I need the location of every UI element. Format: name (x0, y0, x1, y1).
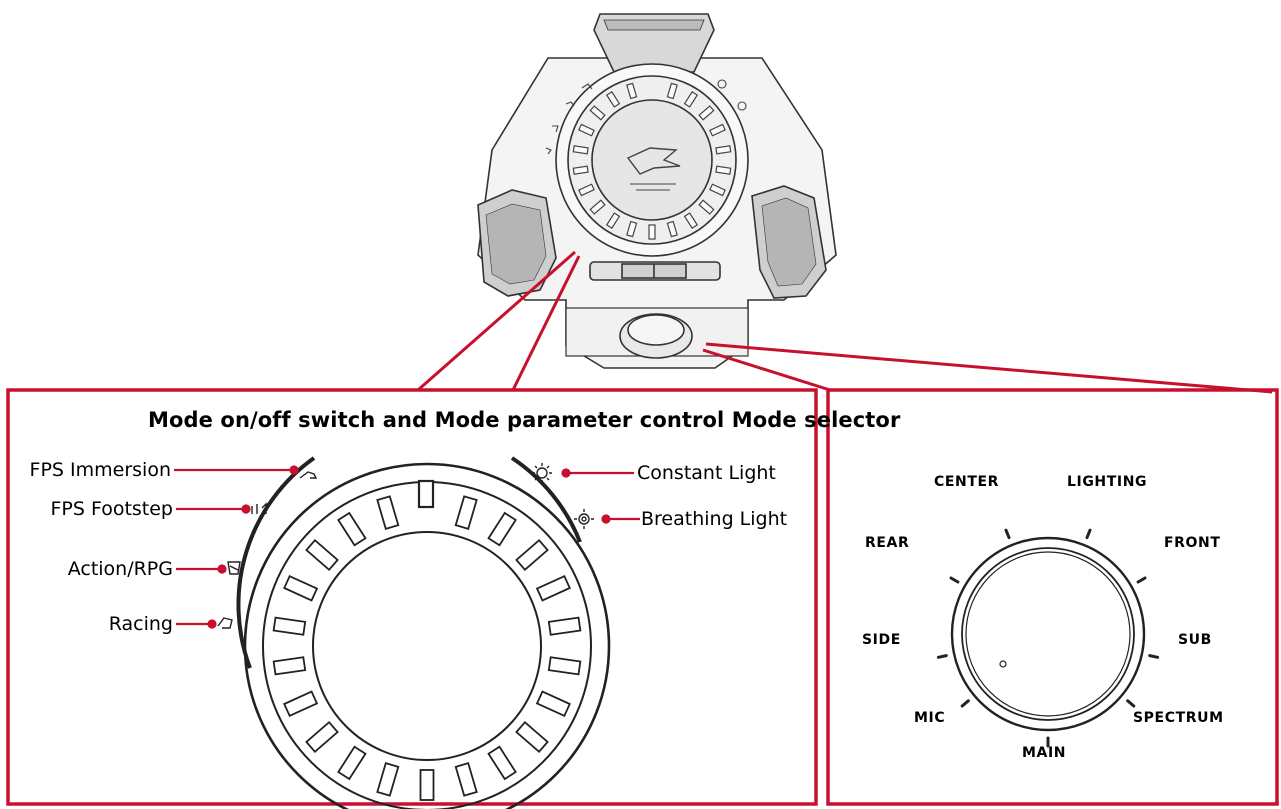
device-dial-segment (709, 123, 726, 137)
dial-segment (283, 690, 319, 718)
dial-segment (376, 495, 400, 530)
device-dial-segment (715, 165, 732, 175)
selector-label-lighting: LIGHTING (1067, 474, 1148, 490)
racing-icon (217, 617, 233, 629)
device-dial-segment (578, 183, 595, 197)
mode-label-leaders (174, 465, 640, 629)
selector-label-spectrum: SPECTRUM (1133, 710, 1224, 726)
dial-segment (454, 495, 478, 530)
rog-logo-icon (626, 147, 681, 191)
action-rpg-icon (227, 561, 241, 575)
dial-segment (454, 762, 478, 797)
device-dial-segment (578, 123, 595, 137)
device-dial-segment (626, 220, 638, 238)
dial-segment (535, 574, 571, 602)
selector-ticks (936, 528, 1160, 748)
device-dial-segment (589, 105, 606, 121)
mode-arc-right (510, 456, 582, 543)
dial-segment (515, 538, 549, 572)
device-dial-segment (572, 145, 589, 155)
mode-switch-panel (6, 388, 818, 806)
dial-segment (337, 745, 367, 781)
label-constant-light: Constant Light (637, 462, 776, 484)
callout-right-a (705, 342, 1273, 394)
device-dial-segment (605, 91, 621, 108)
selector-tick (1004, 528, 1011, 540)
device-dial-segment (715, 145, 732, 155)
selector-knob (950, 536, 1146, 732)
dial-segment (535, 690, 571, 718)
panel-heading: Mode on/off switch and Mode parameter co… (148, 408, 901, 432)
dial-segment (305, 538, 339, 572)
dial-segment (515, 720, 549, 754)
label-fps-footstep: FPS Footstep (50, 498, 173, 520)
selector-label-main: MAIN (1022, 745, 1067, 761)
callout-right-b (702, 348, 831, 392)
selector-label-rear: REAR (865, 535, 910, 551)
device-dial-segment (683, 212, 699, 229)
mode-selector-panel (826, 388, 1279, 806)
breathing-light-icon (574, 509, 594, 529)
dial-segment (337, 511, 367, 547)
device-mode-icons (545, 79, 747, 155)
constant-light-icon (532, 463, 552, 483)
callout-left-a (417, 250, 576, 392)
device-dial-segment (709, 183, 726, 197)
label-action-rpg: Action/RPG (67, 558, 173, 580)
selector-label-sub: SUB (1178, 632, 1212, 648)
device-dial-segment (626, 82, 638, 100)
selector-tick (1126, 699, 1136, 708)
dial-segment (376, 762, 400, 797)
selector-knob-dot (999, 660, 1007, 668)
mode-indicator (417, 479, 435, 509)
selector-label-center: CENTER (934, 474, 1000, 490)
selector-label-mic: MIC (914, 710, 946, 726)
device-dial-segment (605, 212, 621, 229)
dial-segment (487, 745, 517, 781)
selector-tick (936, 654, 948, 659)
label-fps-immersion: FPS Immersion (29, 459, 171, 481)
dial-segment (305, 720, 339, 754)
selector-tick (1136, 576, 1147, 584)
mode-dial-segments (272, 495, 582, 801)
dial-segment (419, 769, 435, 801)
label-racing: Racing (108, 613, 173, 635)
device-dial-segment (648, 224, 656, 240)
device-illustration (477, 13, 837, 369)
selector-tick (949, 576, 960, 584)
fps-immersion-icon (299, 471, 318, 479)
dial-segment (487, 511, 517, 547)
dial-segment (547, 616, 582, 636)
device-dial-segment (589, 199, 606, 215)
mode-arc-left (236, 456, 316, 669)
selector-label-front: FRONT (1164, 535, 1221, 551)
selector-tick (960, 699, 970, 708)
selector-label-side: SIDE (862, 632, 901, 648)
callout-lines (417, 250, 1273, 394)
dial-segment (283, 574, 319, 602)
selector-tick (1085, 528, 1092, 540)
device-dial-segment (572, 165, 589, 175)
device-dial-segment (683, 91, 699, 108)
selector-tick (1148, 654, 1160, 659)
device-dial-segment (698, 105, 715, 121)
device-dial-segment (666, 82, 678, 100)
label-breathing-light: Breathing Light (641, 508, 788, 530)
device-dial-segments (572, 82, 732, 240)
dial-segment (272, 656, 307, 676)
dial-segment (547, 656, 582, 676)
fps-footstep-icon (251, 502, 267, 514)
device-dial-segment (698, 199, 715, 215)
callout-left-b (511, 255, 581, 391)
dial-segment (272, 616, 307, 636)
device-dial-segment (666, 220, 678, 238)
